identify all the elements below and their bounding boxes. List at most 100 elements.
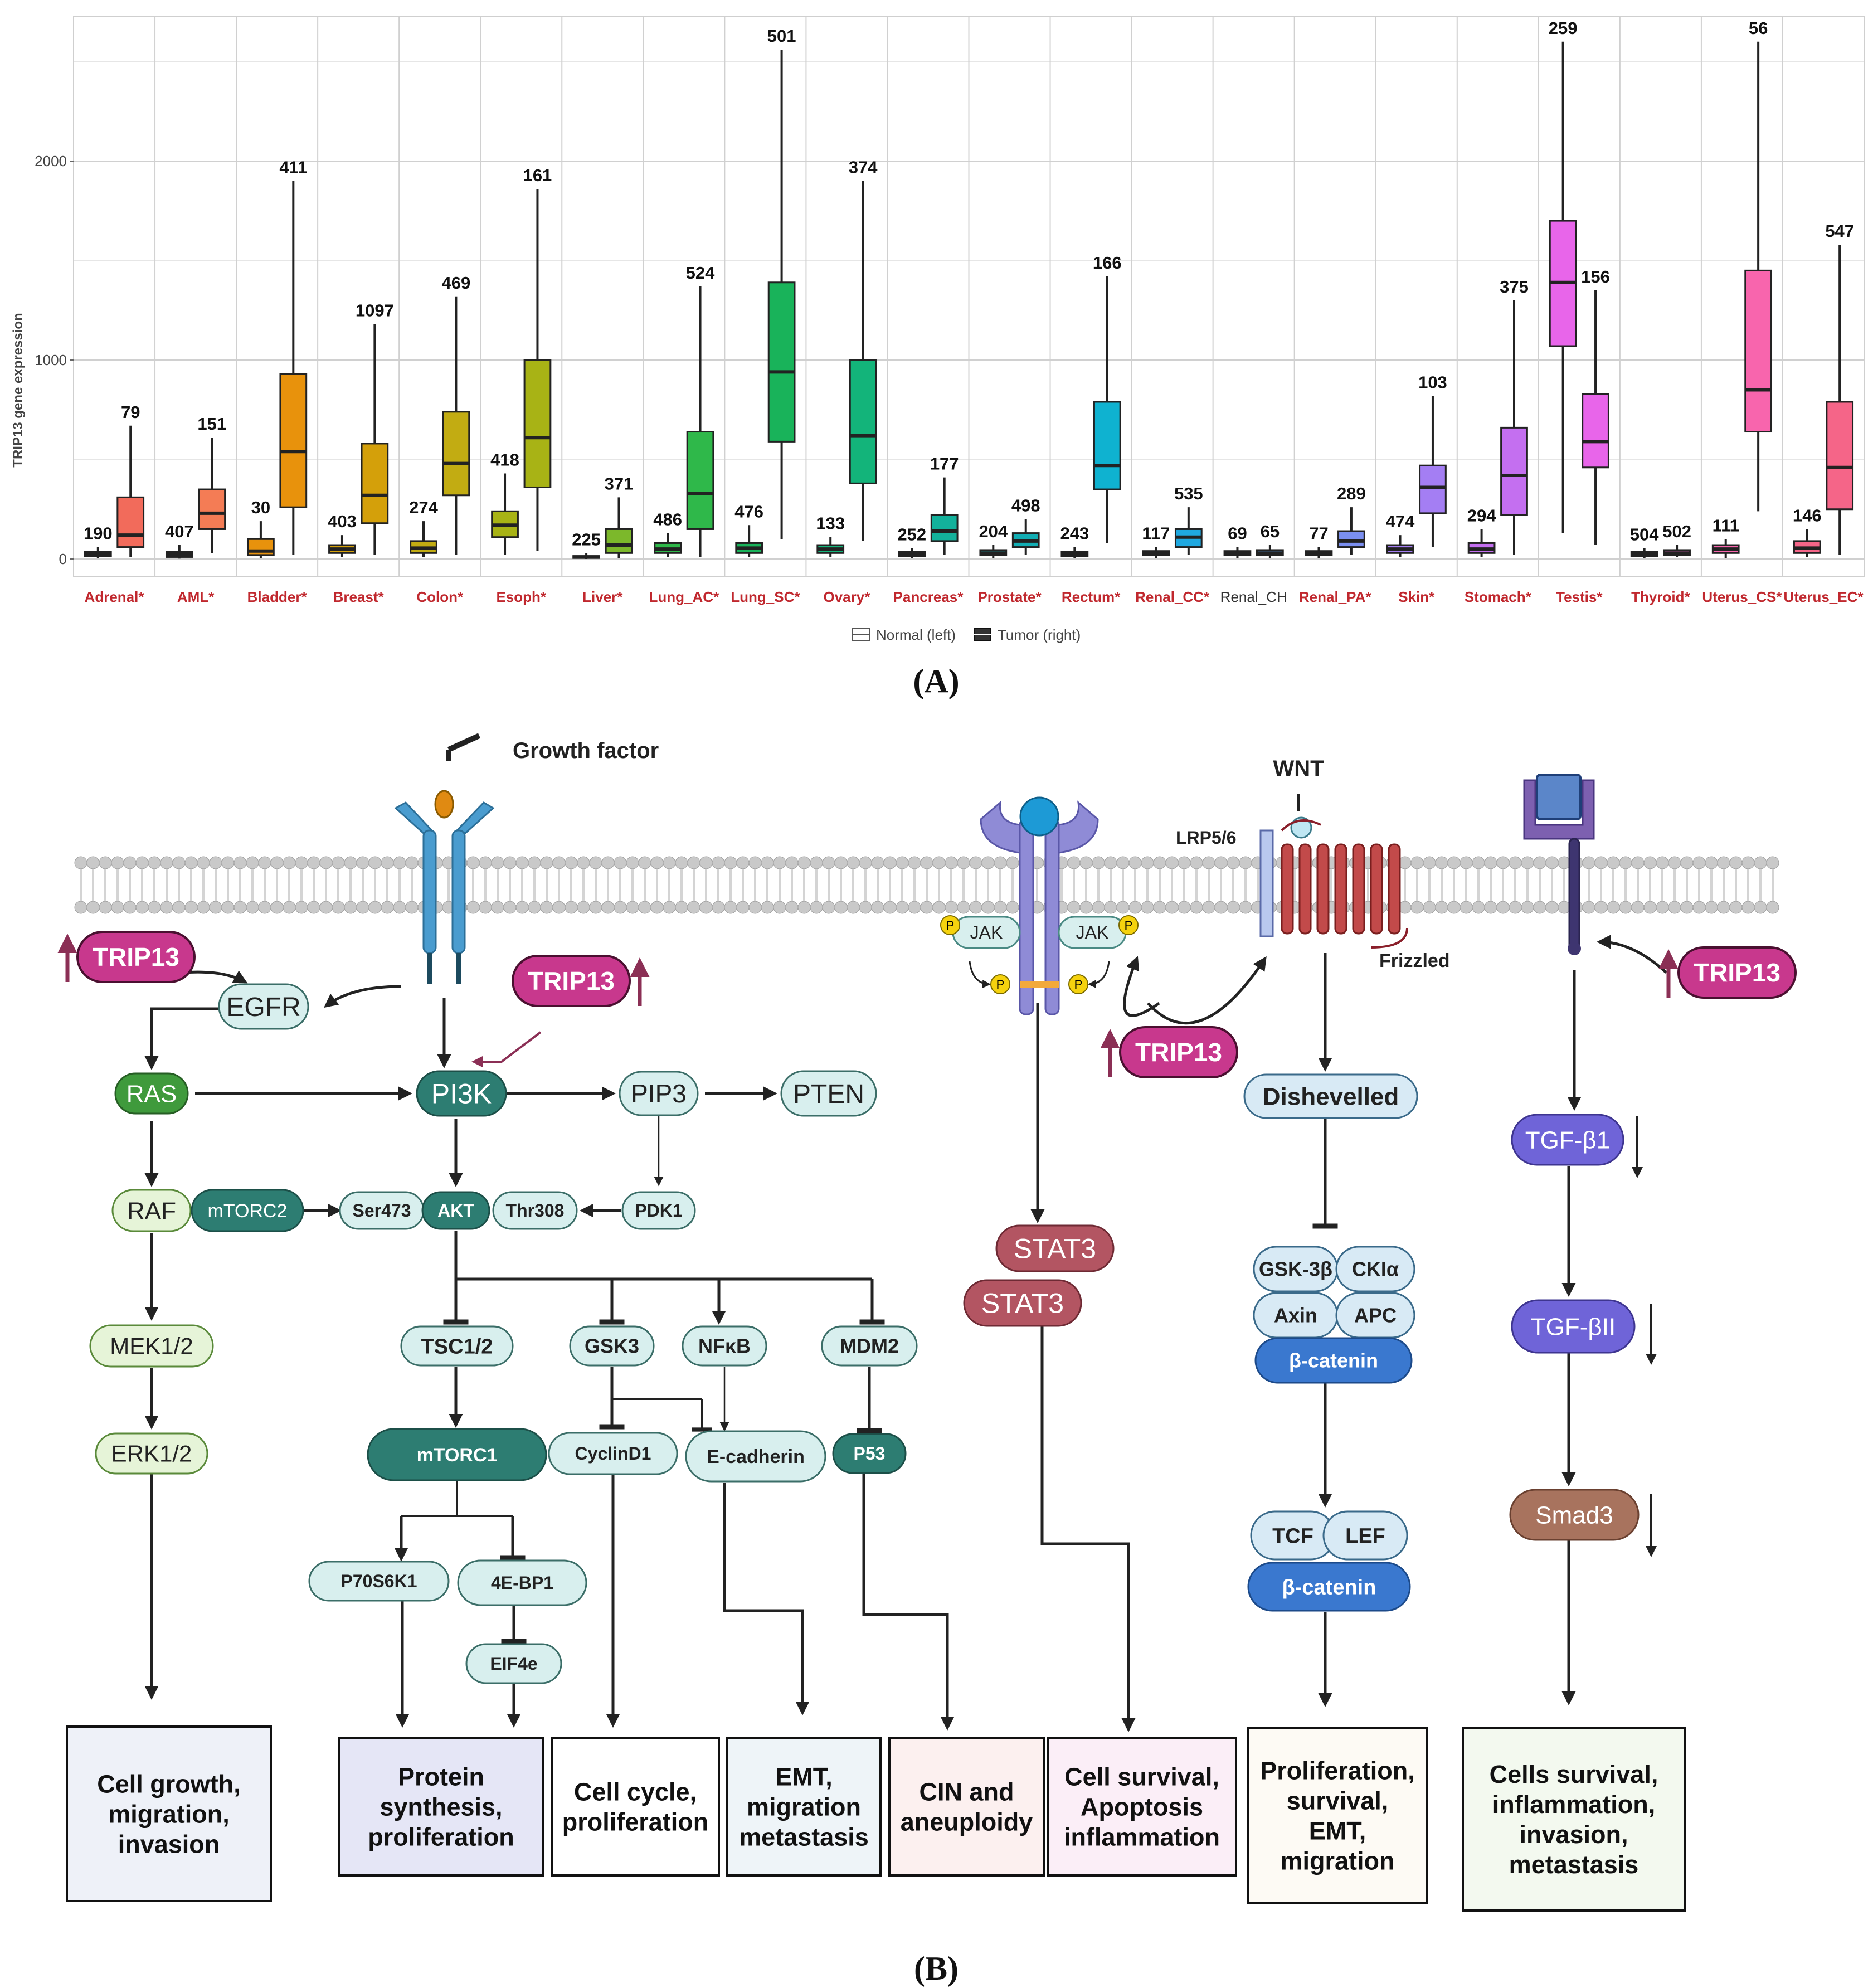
- sample-count-label: 133: [816, 514, 845, 533]
- node-ckia: CKIα: [1335, 1246, 1415, 1292]
- node-tsc: TSC1/2: [400, 1325, 514, 1367]
- node-pi3k: PI3K: [416, 1070, 507, 1117]
- box-tumor: [1744, 269, 1773, 433]
- sample-count-label: 69: [1228, 524, 1247, 543]
- outcome-shape: [1462, 1727, 1686, 1912]
- node-shape: [95, 1432, 208, 1475]
- node-label: E-cadherin: [707, 1446, 805, 1467]
- node-tgfbii: TGF-βII: [1511, 1299, 1636, 1354]
- activation-arrow: [862, 1474, 955, 1731]
- x-category-label: Bladder*: [247, 589, 308, 605]
- node-shape: [457, 1559, 587, 1606]
- chart-legend: Normal (left) Tumor (right): [852, 626, 1081, 643]
- node-label: GSK3: [585, 1335, 639, 1358]
- outcome-shape: [66, 1725, 272, 1902]
- sample-count-label: 65: [1261, 522, 1280, 541]
- outcome-label: invasion: [118, 1830, 220, 1859]
- node-nfkb: NFκB: [682, 1325, 767, 1367]
- sample-count-label: 374: [849, 158, 878, 177]
- node-p70: P70S6K1: [308, 1561, 450, 1602]
- activation-arrow: [1147, 956, 1267, 1025]
- x-category-label: Lung_AC*: [649, 589, 720, 605]
- sample-count-label: 259: [1549, 18, 1578, 38]
- node-shape: [1322, 1510, 1408, 1561]
- frizzled-helix: [1316, 843, 1330, 935]
- activation-arrow: [144, 1007, 220, 1070]
- activation-arrow: [723, 1483, 810, 1715]
- frizzled-helix: [1298, 843, 1312, 935]
- outcome-box: Cell growth,migration,invasion: [66, 1725, 272, 1902]
- node-mtorc2: mTORC2: [191, 1189, 304, 1232]
- trip13-label: TRIP13: [528, 966, 615, 995]
- legend-normal-label: Normal (left): [876, 626, 956, 643]
- sample-count-label: 274: [409, 498, 438, 517]
- node-bcat1: β-catenin: [1254, 1337, 1413, 1384]
- svg-text:P: P: [1125, 918, 1133, 932]
- node-gsk3b: GSK-3β: [1253, 1246, 1339, 1292]
- node-pip3: PIP3: [619, 1071, 699, 1116]
- node-axin: Axin: [1253, 1292, 1339, 1339]
- node-shape: [1511, 1114, 1624, 1166]
- outcome-shape: [551, 1737, 720, 1877]
- node-label: APC: [1354, 1304, 1397, 1327]
- y-tick-label: 0: [59, 551, 67, 567]
- node-shape: [1509, 1489, 1640, 1541]
- outcome-boxes: Cell growth,migration,invasion Proteinsyn…: [66, 1725, 1686, 1912]
- node-label: ERK1/2: [111, 1441, 192, 1467]
- node-ebp1: 4E-BP1: [457, 1559, 587, 1606]
- node-shape: [832, 1433, 907, 1474]
- node-shape: [114, 1072, 189, 1115]
- node-shape: [111, 1189, 192, 1232]
- node-smad3: Smad3: [1509, 1489, 1640, 1541]
- phospho-markers: P P P P: [940, 915, 1139, 994]
- sample-count-label: 161: [523, 166, 552, 185]
- sample-count-label: 177: [930, 454, 959, 474]
- node-ecad: E-cadherin: [685, 1430, 826, 1483]
- node-stat3b: STAT3: [963, 1279, 1082, 1327]
- node-label: MDM2: [840, 1335, 899, 1358]
- sample-count-label: 151: [197, 414, 226, 434]
- outcome-label: metastasis: [739, 1823, 869, 1851]
- node-pten: PTEN: [780, 1070, 877, 1117]
- frizzled-helix: [1370, 843, 1383, 935]
- node-label: mTORC1: [417, 1445, 498, 1466]
- node-label: STAT3: [1014, 1233, 1096, 1265]
- node-label: RAS: [127, 1080, 177, 1107]
- sample-count-label: 56: [1749, 18, 1768, 38]
- sample-count-label: 79: [121, 402, 140, 422]
- wnt-label: WNT: [1273, 756, 1324, 781]
- node-raf: RAF: [111, 1189, 192, 1232]
- trip13-label: TRIP13: [1694, 958, 1780, 987]
- sample-count-label: 117: [1142, 524, 1170, 543]
- svg-text:P: P: [1074, 978, 1083, 991]
- sample-count-label: 30: [251, 498, 270, 517]
- outcome-label: proliferation: [368, 1823, 514, 1851]
- box-pair: 133 374: [816, 158, 878, 557]
- node-label: LEF: [1345, 1524, 1385, 1548]
- trip13-badge: TRIP13: [57, 931, 196, 983]
- lrp-label: LRP5/6: [1176, 828, 1236, 848]
- tgf-receptor: [1523, 774, 1595, 955]
- node-shape: [465, 1643, 562, 1684]
- trip13-shape: [76, 931, 196, 983]
- svg-text:JAK: JAK: [1076, 922, 1109, 942]
- node-label: Ser473: [353, 1200, 411, 1221]
- node-label: TGF-βII: [1531, 1313, 1616, 1340]
- node-label: RAF: [127, 1197, 176, 1224]
- node-label: PTEN: [793, 1080, 864, 1109]
- sample-count-label: 111: [1713, 516, 1739, 535]
- x-category-label: Colon*: [416, 589, 464, 605]
- node-shape: [367, 1428, 547, 1481]
- node-shape: [1254, 1337, 1413, 1384]
- chart-axes: 010002000Adrenal*AML*Bladder*Breast*Colo…: [35, 153, 1864, 605]
- growth-factor-receptor: [394, 733, 495, 984]
